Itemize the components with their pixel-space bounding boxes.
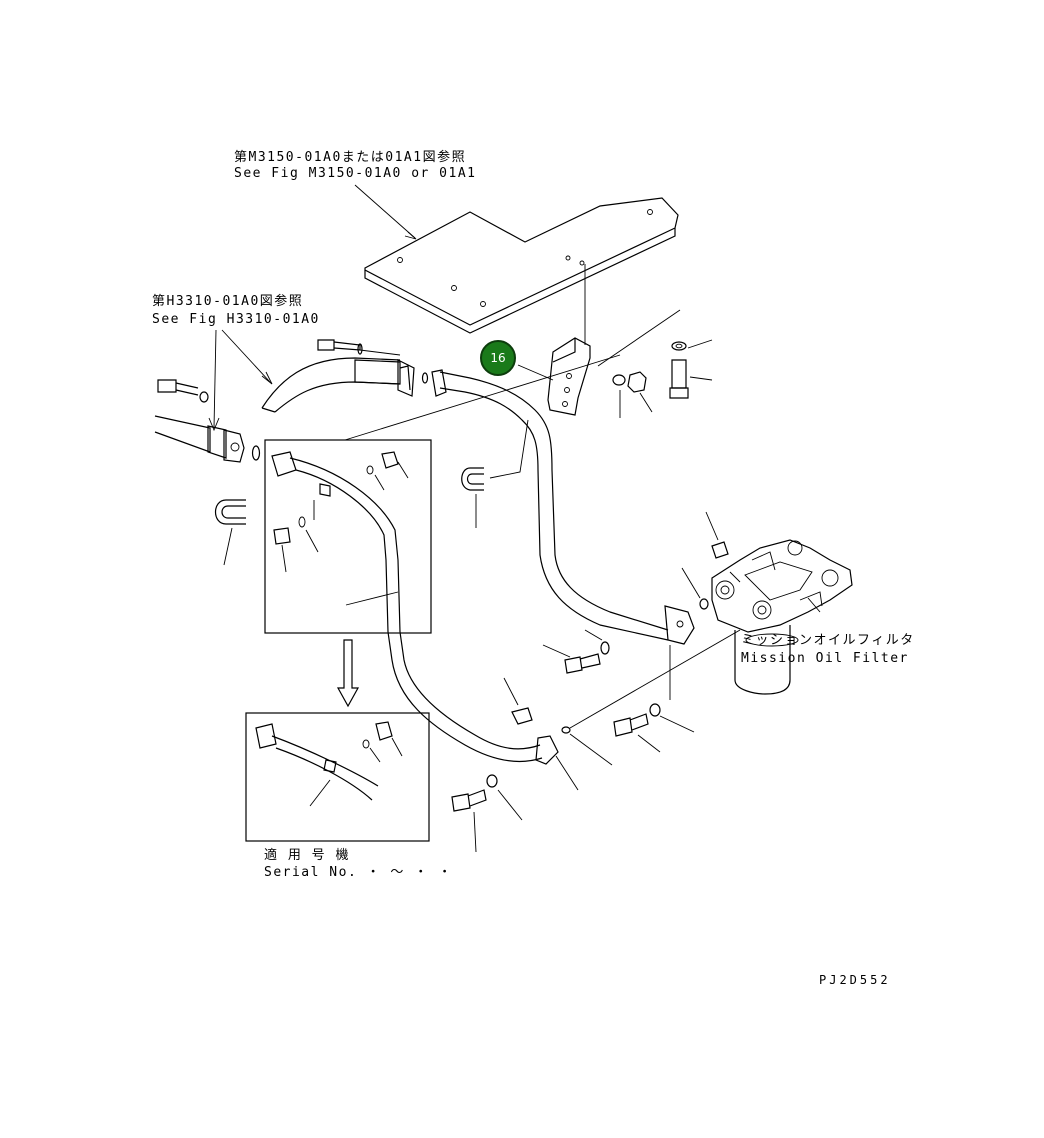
main-tube [431, 369, 695, 645]
filter-label-en: Mission Oil Filter [741, 651, 909, 666]
serial-label-jp: 適 用 号 機 [264, 848, 350, 863]
hose-ref-en: See Fig H3310-01A0 [152, 312, 320, 327]
inset-box-current [264, 439, 432, 634]
hose-lower [154, 415, 245, 463]
part-callout-16[interactable]: 16 [480, 340, 516, 376]
plate-ref-en: See Fig M3150-01A0 or 01A1 [234, 166, 477, 181]
bracket [547, 264, 591, 416]
serial-label-en: Serial No. ・ ～ ・ ・ [264, 865, 453, 880]
figure-code: PJ2D552 [819, 973, 891, 987]
plate-ref-jp: 第M3150-01A0または01A1図参照 [234, 150, 467, 165]
cover-plate [364, 197, 679, 334]
inset-box-previous [245, 712, 430, 842]
filter-label-jp: ミッションオイルフィルタ [741, 633, 915, 648]
hose-ref-jp: 第H3310-01A0図参照 [152, 294, 304, 309]
mission-oil-filter [711, 539, 853, 695]
hose-upper [261, 357, 415, 413]
